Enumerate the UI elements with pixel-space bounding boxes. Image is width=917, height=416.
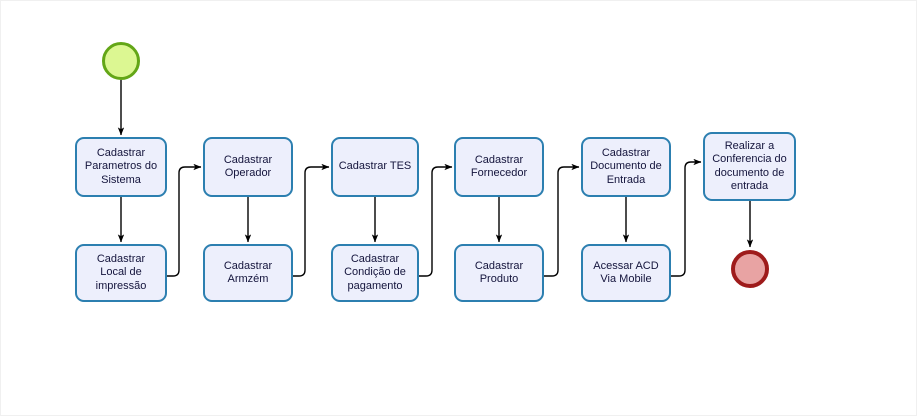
task-cadastrar-fornecedor[interactable]: Cadastrar Fornecedor [454,137,544,197]
task-cadastrar-condicao-de-pagamento[interactable]: Cadastrar Condição de pagamento [331,244,419,302]
task-acessar-acd-via-mobile[interactable]: Acessar ACD Via Mobile [581,244,671,302]
task-cadastrar-documento-de-entrada[interactable]: Cadastrar Documento de Entrada [581,137,671,197]
end-event[interactable] [731,250,769,288]
task-cadastrar-tes[interactable]: Cadastrar TES [331,137,419,197]
edge-n4-to-n5 [293,163,330,277]
task-realizar-a-conferencia-do-documento-de-entrada[interactable]: Realizar a Conferencia do documento de e… [703,132,796,201]
edge-n6-to-n7 [419,163,453,277]
edge-n8-to-n9 [544,163,580,277]
task-cadastrar-parametros-do-sistema[interactable]: Cadastrar Parametros do Sistema [75,137,167,197]
edge-n10-to-n11 [671,158,702,277]
task-cadastrar-produto[interactable]: Cadastrar Produto [454,244,544,302]
start-event[interactable] [102,42,140,80]
task-cadastrar-armzem[interactable]: Cadastrar Armzém [203,244,293,302]
task-cadastrar-local-de-impressao[interactable]: Cadastrar Local de impressão [75,244,167,302]
task-cadastrar-operador[interactable]: Cadastrar Operador [203,137,293,197]
edge-n2-to-n3 [167,163,202,277]
